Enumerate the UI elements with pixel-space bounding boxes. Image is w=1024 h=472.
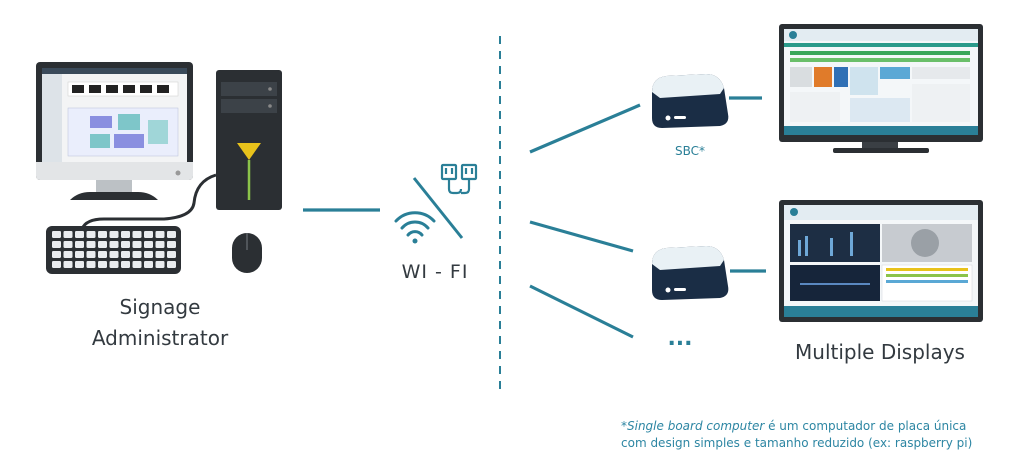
footnote-line2: com design simples e tamanho reduzido (e…: [621, 436, 973, 450]
keyboard-key: [155, 251, 165, 258]
keyboard-key: [63, 241, 73, 248]
sbc-device-icon: [652, 74, 729, 128]
keyboard-key: [144, 261, 153, 268]
keyboard-key: [98, 231, 107, 238]
keyboard-key: [98, 251, 107, 258]
tv-display-icon: [779, 24, 983, 153]
admin-label-line1: Signage: [119, 295, 201, 319]
footnote-term: *Single board computer: [621, 419, 765, 433]
wifi-label: WI - FI: [401, 261, 469, 283]
keyboard-key: [98, 261, 107, 268]
keyboard-key: [155, 231, 165, 238]
mouse-icon: [232, 233, 262, 273]
keyboard-key: [121, 261, 130, 268]
keyboard-key: [121, 231, 130, 238]
keyboard-key: [167, 241, 176, 248]
keyboard-icon: [46, 226, 181, 274]
footnote-line1-rest: é um computador de placa única: [764, 419, 967, 433]
keyboard-key: [144, 251, 153, 258]
keyboard-key: [132, 231, 142, 238]
multiple-displays-label: Multiple Displays: [795, 340, 965, 364]
keyboard-key: [121, 241, 130, 248]
keyboard-key: [52, 231, 61, 238]
keyboard-key: [63, 251, 73, 258]
keyboard-key: [98, 241, 107, 248]
keyboard-key: [86, 231, 96, 238]
keyboard-key: [75, 231, 84, 238]
more-devices-ellipsis: ...: [667, 326, 693, 351]
keyboard-key: [121, 251, 130, 258]
keyboard-key: [132, 261, 142, 268]
admin-label-line2: Administrator: [91, 326, 229, 350]
keyboard-key: [86, 241, 96, 248]
keyboard-key: [109, 231, 119, 238]
keyboard-cable: [80, 173, 217, 230]
pc-tower-icon: [216, 70, 282, 210]
sbc-footnote: *Single board computer é um computador d…: [621, 418, 1021, 452]
signage-administrator-label: Signage Administrator: [60, 292, 260, 354]
keyboard-key: [144, 241, 153, 248]
keyboard-key: [86, 251, 96, 258]
keyboard-key: [132, 251, 142, 258]
keyboard-key: [75, 261, 84, 268]
keyboard-key: [109, 241, 119, 248]
ethernet-cable-icon: [440, 163, 478, 195]
keyboard-key: [109, 261, 119, 268]
keyboard-key: [63, 261, 73, 268]
wireless-slash: [412, 177, 464, 239]
keyboard-key: [155, 261, 165, 268]
keyboard-key: [52, 261, 61, 268]
keyboard-key: [63, 231, 73, 238]
keyboard-key: [132, 241, 142, 248]
sbc-device-icon: [652, 246, 729, 300]
sbc-label: SBC*: [674, 144, 706, 158]
desktop-monitor-icon: [36, 62, 193, 200]
footnote-line1: *Single board computer é um computador d…: [621, 418, 1021, 435]
keyboard-key: [155, 241, 165, 248]
keyboard-key: [75, 251, 84, 258]
keyboard-key: [144, 231, 153, 238]
wifi-icon: [394, 211, 436, 244]
connection-lines: [303, 96, 766, 339]
keyboard-key: [167, 231, 176, 238]
keyboard-key: [86, 261, 96, 268]
keyboard-key: [75, 241, 84, 248]
keyboard-key: [167, 261, 176, 268]
keyboard-key: [167, 251, 176, 258]
tv-display-icon: [779, 200, 983, 322]
keyboard-key: [109, 251, 119, 258]
keyboard-key: [52, 251, 61, 258]
keyboard-key: [52, 241, 61, 248]
